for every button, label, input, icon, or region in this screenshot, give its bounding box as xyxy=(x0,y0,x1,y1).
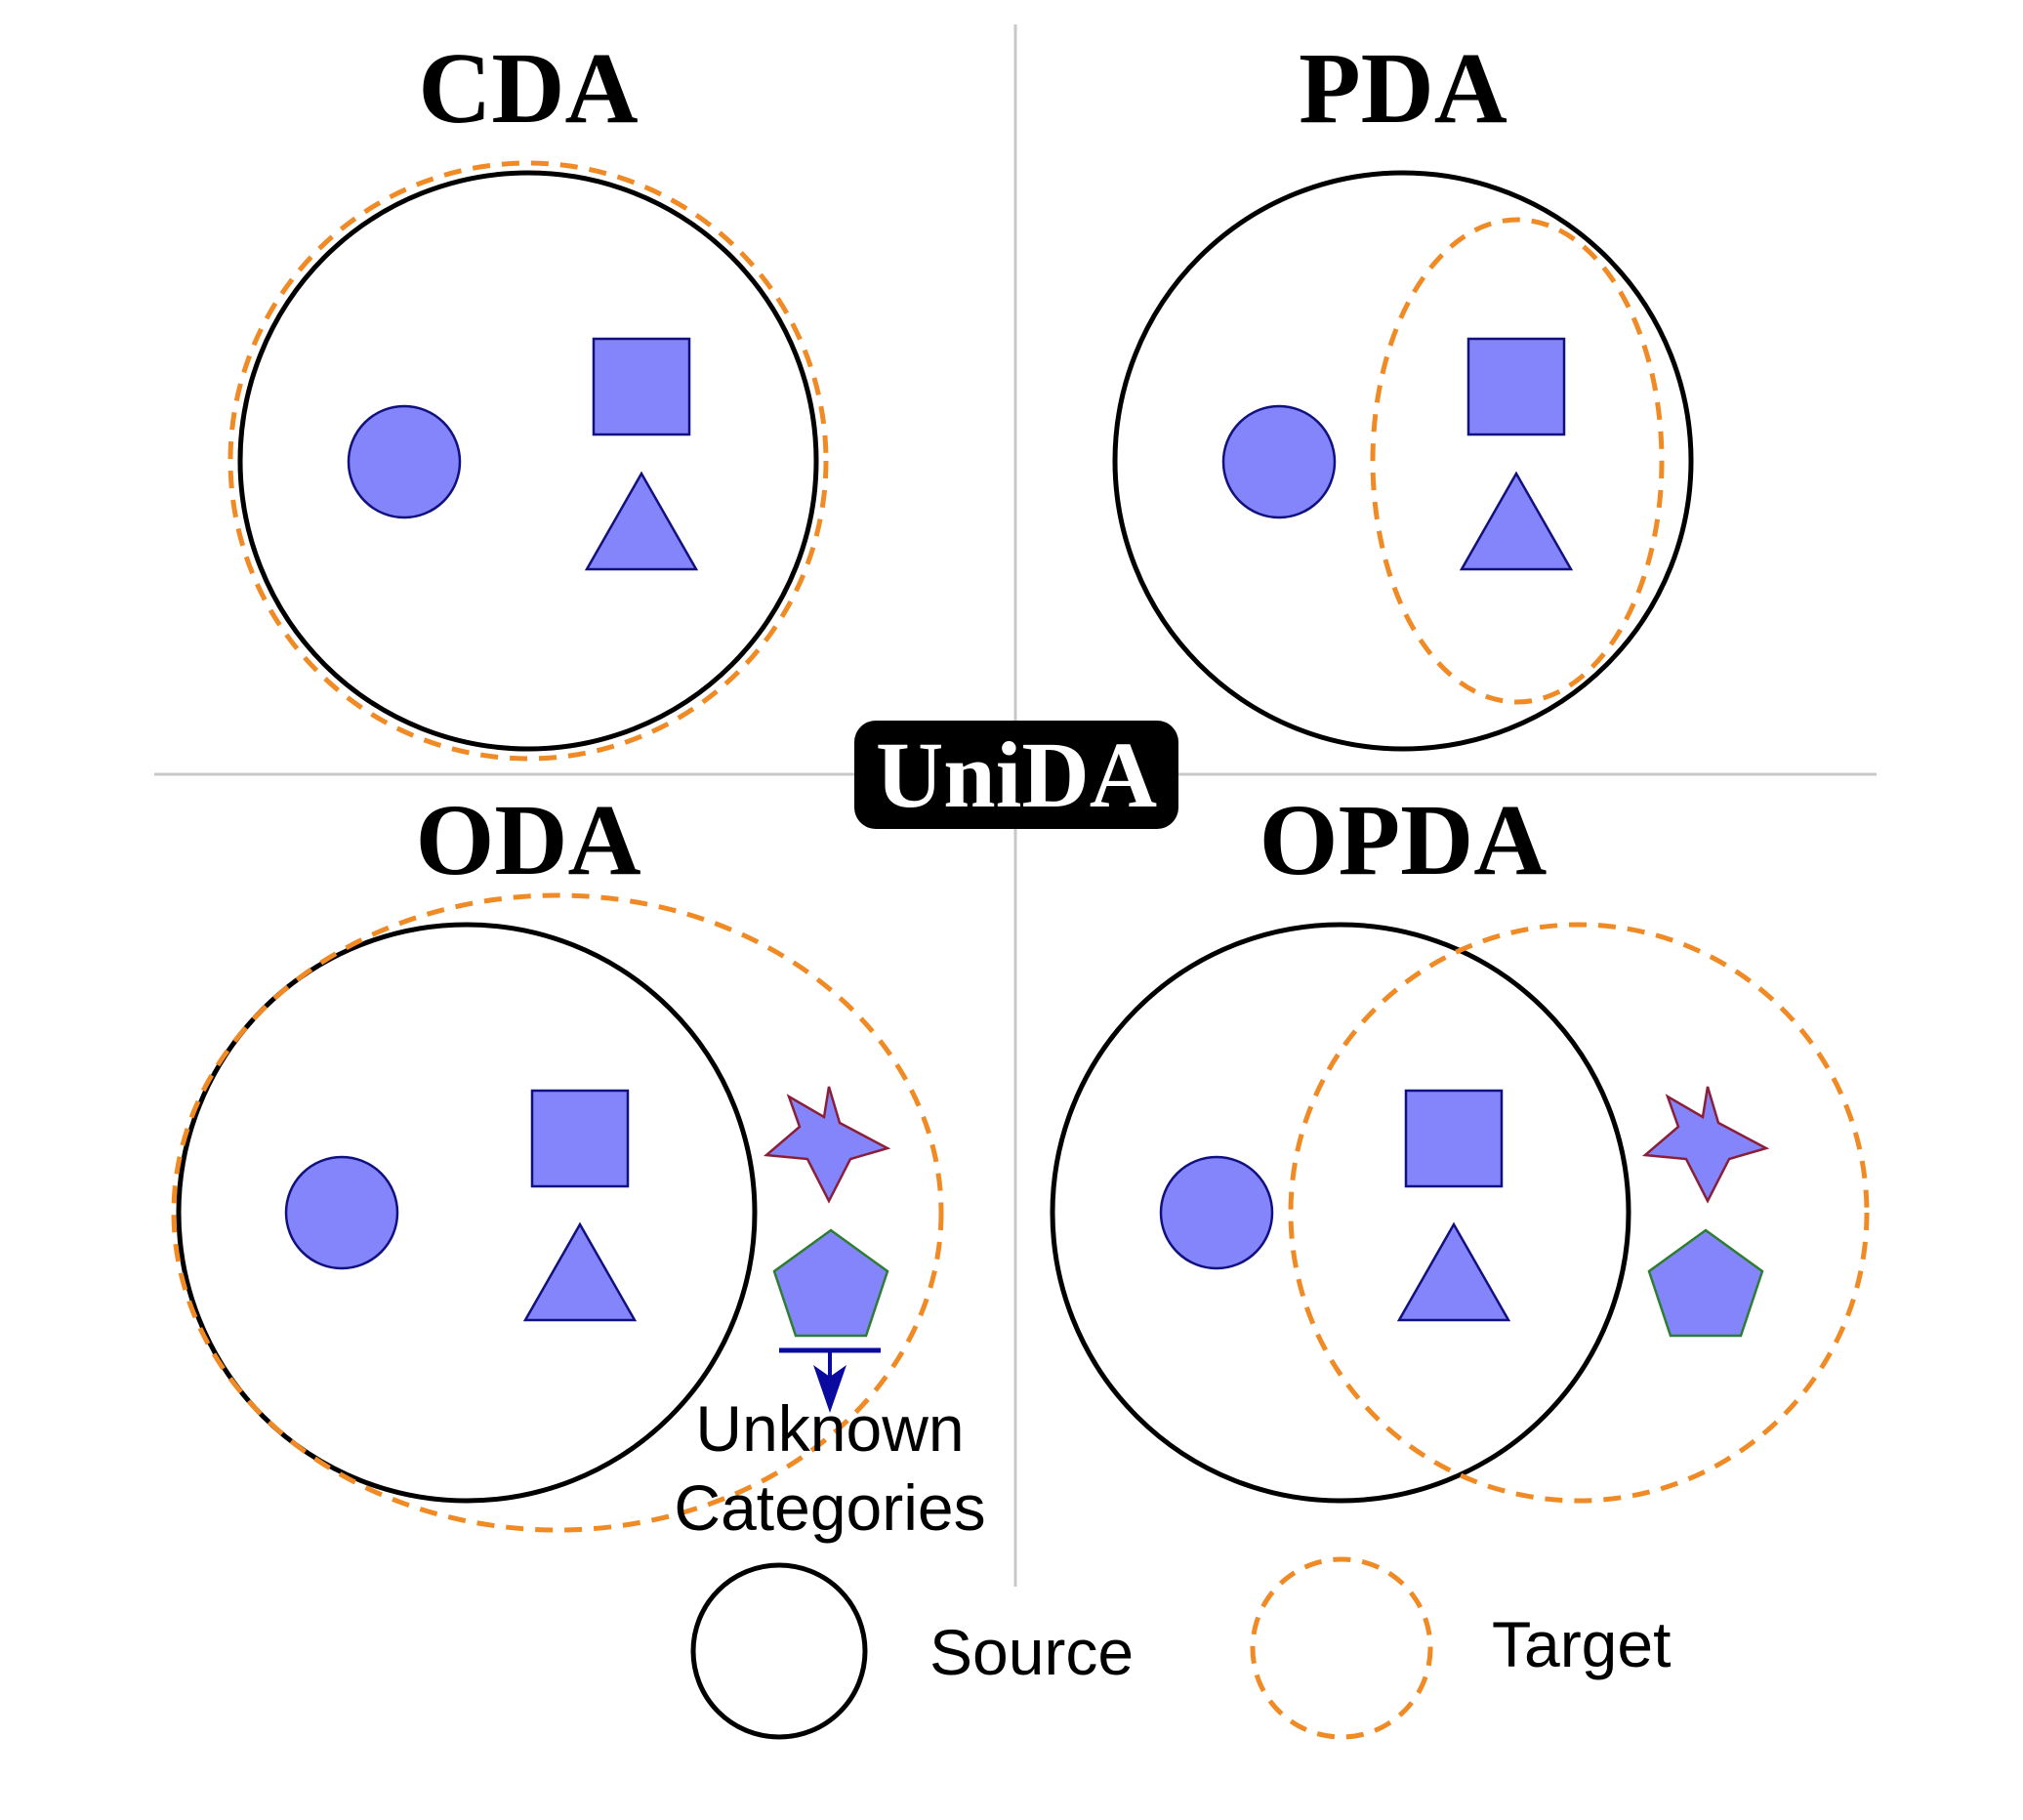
opda-source-circle xyxy=(1050,922,1631,1504)
oda-triangle-class-icon xyxy=(522,1221,638,1322)
cda-triangle-class-icon xyxy=(584,471,699,571)
opda-unknown-pentagon-icon xyxy=(1647,1228,1764,1338)
unknown-arrow-head-icon xyxy=(813,1365,846,1413)
legend-source-label: Source xyxy=(929,1616,1134,1688)
cda-source-circle xyxy=(237,170,819,752)
oda-circle-class-icon xyxy=(284,1155,399,1270)
opda-target-circle xyxy=(1288,922,1870,1504)
oda-title: ODA xyxy=(415,784,640,896)
unida-badge: UniDA xyxy=(854,721,1178,829)
legend-target-label: Target xyxy=(1492,1608,1671,1680)
quadrant-opda: OPDA xyxy=(1050,784,1870,1504)
opda-unknown-star-icon xyxy=(1641,1086,1770,1204)
oda-square-class-icon xyxy=(530,1089,630,1188)
legend-source-swatch xyxy=(690,1562,868,1740)
opda-circle-class-icon xyxy=(1159,1155,1274,1270)
cda-square-class-icon xyxy=(592,337,691,436)
pda-title: PDA xyxy=(1299,32,1507,145)
pda-circle-class-icon xyxy=(1221,404,1337,519)
legend: Source Target xyxy=(690,1556,1671,1740)
quadrant-oda: ODA Unknown Categories xyxy=(171,784,986,1544)
cda-title: CDA xyxy=(418,32,638,145)
opda-square-class-icon xyxy=(1404,1089,1504,1188)
pda-target-ellipse xyxy=(1370,217,1665,705)
oda-source-circle xyxy=(176,922,758,1504)
oda-target-ellipse xyxy=(171,892,944,1533)
unknown-categories-line1: Unknown xyxy=(695,1392,964,1465)
unida-badge-label: UniDA xyxy=(876,723,1157,827)
quadrant-cda: CDA xyxy=(227,32,829,762)
pda-triangle-class-icon xyxy=(1459,471,1574,571)
oda-unknown-star-icon xyxy=(763,1086,891,1204)
unida-badge-background xyxy=(854,721,1178,829)
opda-title: OPDA xyxy=(1259,784,1548,896)
unknown-categories-line2: Categories xyxy=(674,1471,985,1544)
oda-unknown-pentagon-icon xyxy=(772,1228,889,1338)
legend-target-swatch xyxy=(1250,1556,1433,1740)
pda-source-circle xyxy=(1112,170,1694,752)
opda-triangle-class-icon xyxy=(1396,1221,1511,1322)
quadrant-pda: PDA xyxy=(1112,32,1694,752)
cda-circle-class-icon xyxy=(347,404,462,519)
pda-square-class-icon xyxy=(1466,337,1566,436)
cda-target-circle xyxy=(227,160,829,762)
